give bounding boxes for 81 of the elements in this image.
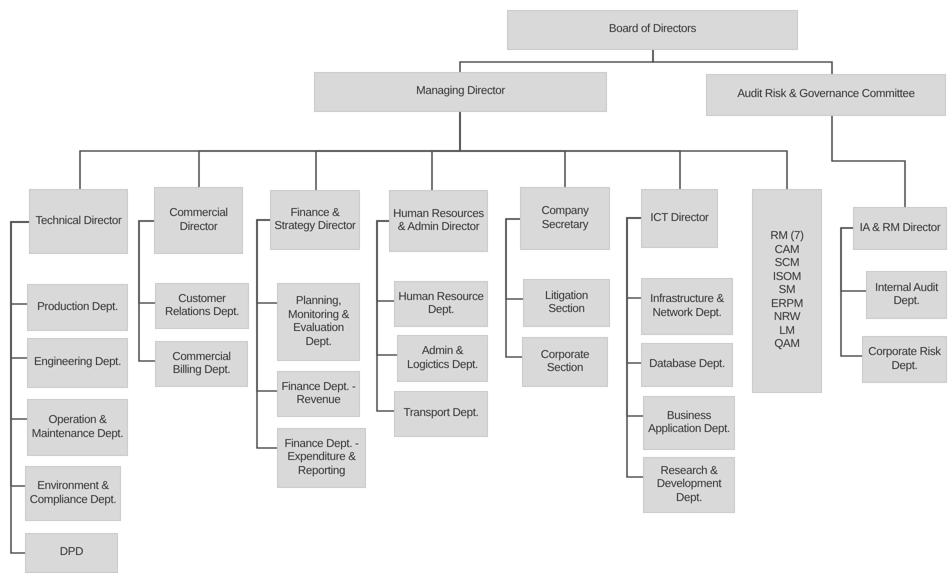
box-label: Infrastructure & Network Dept. — [649, 293, 725, 320]
org-box — [523, 279, 610, 327]
box-label: Engineering Dept. — [34, 356, 121, 370]
org-box — [270, 190, 360, 250]
box-label: Audit Risk & Governance Committee — [737, 88, 915, 102]
org-box — [643, 396, 735, 450]
box-label: Research & Development Dept. — [656, 464, 722, 506]
org-box — [277, 428, 366, 488]
connector-line — [840, 227, 862, 357]
box-label: ERPM — [770, 298, 804, 312]
org-box — [643, 457, 735, 513]
box-label: CAM — [774, 244, 800, 258]
org-box — [27, 338, 128, 388]
org-box — [25, 466, 121, 521]
box-label: SCM — [774, 257, 800, 271]
org-box — [314, 72, 607, 112]
box-label: NRW — [774, 311, 800, 325]
box-label: Corporate Section — [540, 348, 590, 376]
org-box — [277, 371, 360, 417]
org-box — [25, 533, 118, 573]
org-box — [397, 335, 488, 382]
org-box — [507, 10, 798, 50]
org-box — [641, 278, 733, 335]
org-box — [866, 271, 947, 319]
box-label: ISOM — [772, 270, 802, 284]
box-label: Business Application Dept. — [647, 410, 731, 436]
connector-line — [505, 218, 522, 358]
box-label: Finance Dept. - Expenditure & Reporting — [283, 438, 360, 478]
box-label: QAM — [774, 338, 800, 352]
box-label: Litigation Section — [544, 290, 590, 316]
org-box — [752, 189, 822, 393]
box-label: Board of Directors — [608, 23, 696, 37]
box-label: Corporate Risk Dept. — [867, 346, 942, 373]
connector-line — [652, 50, 833, 74]
org-box — [27, 284, 128, 331]
box-label: RM (7) — [770, 230, 804, 244]
connector-line — [376, 220, 394, 412]
box-label: Planning, Monitoring & Evaluation Dept. — [287, 295, 350, 349]
connector-line — [256, 219, 277, 449]
box-label: DPD — [60, 546, 84, 560]
org-box — [862, 336, 947, 383]
box-label: Environment & Compliance Dept. — [29, 480, 117, 507]
org-box — [27, 399, 128, 456]
connector-line — [459, 112, 788, 189]
org-box — [641, 343, 733, 387]
box-label: Human Resources & Admin Director — [393, 208, 484, 234]
box-label: Human Resource Dept. — [398, 290, 484, 318]
box-label: Commercial Director — [168, 207, 229, 234]
box-label: ICT Director — [650, 212, 709, 226]
box-label: Database Dept. — [649, 358, 725, 372]
org-box — [155, 341, 248, 387]
connector-line — [138, 220, 155, 362]
box-label: Production Dept. — [37, 300, 118, 314]
box-label: Finance & Strategy Director — [274, 206, 356, 234]
org-box — [641, 189, 718, 248]
box-label: Managing Director — [416, 85, 505, 99]
org-box — [706, 74, 946, 116]
box-label: Finance Dept. - Revenue — [281, 380, 356, 408]
org-box — [155, 283, 249, 329]
connector-line — [831, 116, 906, 207]
org-box — [394, 281, 488, 327]
box-label: Internal Audit Dept. — [874, 282, 940, 308]
box-label: Commercial Billing Dept. — [171, 350, 232, 378]
box-label: IA & RM Director — [860, 222, 940, 236]
org-box — [522, 337, 608, 387]
box-label: Operation & Maintenance Dept. — [31, 414, 124, 441]
box-label: Company Secretary — [540, 205, 590, 232]
box-label: Transport Dept. — [404, 407, 478, 421]
org-box — [154, 187, 243, 254]
org-box — [520, 187, 610, 250]
org-box — [389, 190, 488, 252]
org-box — [29, 189, 128, 254]
box-label: Customer Relations Dept. — [164, 292, 240, 320]
box-label: Technical Director — [36, 214, 122, 228]
box-label: LM — [779, 324, 795, 338]
box-label: Admin & Logictics Dept. — [406, 345, 479, 372]
org-box — [277, 283, 360, 361]
org-box — [853, 207, 947, 250]
connector-line — [626, 217, 643, 478]
box-label: SM — [778, 284, 796, 298]
org-box — [394, 391, 488, 437]
